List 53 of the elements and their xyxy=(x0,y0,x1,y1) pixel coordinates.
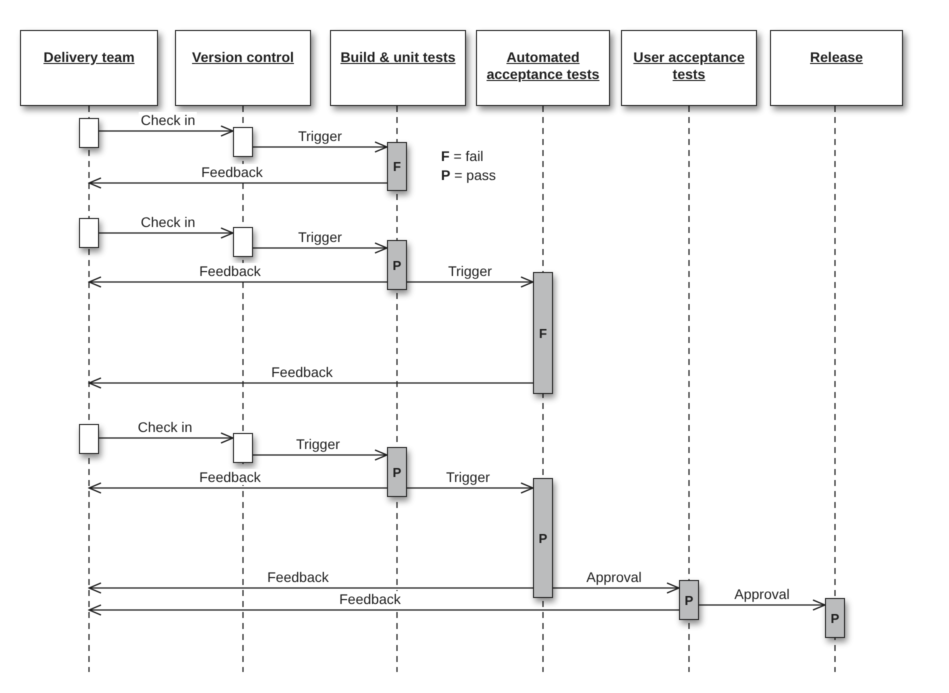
arrow xyxy=(88,177,387,189)
participant-box: Version control xyxy=(175,30,311,106)
edge-label: Check in xyxy=(138,214,198,230)
activation-bar xyxy=(79,424,99,454)
arrow xyxy=(99,432,234,444)
arrow xyxy=(88,276,387,288)
activation-bar: F xyxy=(533,272,553,394)
activation-bar: P xyxy=(679,580,699,620)
activation-bar: P xyxy=(387,447,407,497)
participant-box: Automated acceptance tests xyxy=(476,30,610,106)
activation-bar xyxy=(79,118,99,148)
arrow xyxy=(253,449,388,461)
activation-bar xyxy=(233,433,253,463)
edge-label: Trigger xyxy=(296,128,344,144)
edge-label: Feedback xyxy=(199,164,265,180)
activation-bar xyxy=(233,127,253,157)
arrow xyxy=(553,582,680,594)
arrow xyxy=(407,276,534,288)
arrow xyxy=(88,582,533,594)
edge-label: Feedback xyxy=(269,364,335,380)
arrow xyxy=(253,141,388,153)
edge-label: Trigger xyxy=(444,469,492,485)
edge-label: Feedback xyxy=(197,469,263,485)
edge-label: Check in xyxy=(136,419,194,435)
activation-bar xyxy=(79,218,99,248)
edge-label: Trigger xyxy=(296,229,344,245)
key-note: P = pass xyxy=(441,167,496,184)
participant-box: User acceptance tests xyxy=(621,30,757,106)
edge-label: Approval xyxy=(732,586,792,602)
activation-bar xyxy=(233,227,253,257)
arrow xyxy=(88,377,533,389)
participant-box: Release xyxy=(770,30,903,106)
arrow xyxy=(88,482,387,494)
participant-box: Build & unit tests xyxy=(330,30,466,106)
edge-label: Feedback xyxy=(337,591,403,607)
arrow xyxy=(407,482,534,494)
edge-label: Trigger xyxy=(294,436,342,452)
edge-label: Check in xyxy=(138,112,198,128)
arrow xyxy=(99,125,234,137)
edge-label: Feedback xyxy=(197,263,263,279)
activation-bar: F xyxy=(387,142,407,191)
arrow xyxy=(699,599,826,611)
arrow xyxy=(88,604,679,616)
arrow xyxy=(253,242,388,254)
activation-bar: P xyxy=(533,478,553,598)
activation-bar: P xyxy=(825,598,845,638)
activation-bar: P xyxy=(387,240,407,290)
arrow xyxy=(99,227,234,239)
key-note: F = fail xyxy=(441,148,484,165)
edge-label: Approval xyxy=(584,569,644,585)
participant-box: Delivery team xyxy=(20,30,158,106)
edge-label: Trigger xyxy=(446,263,494,279)
edge-label: Feedback xyxy=(265,569,331,585)
